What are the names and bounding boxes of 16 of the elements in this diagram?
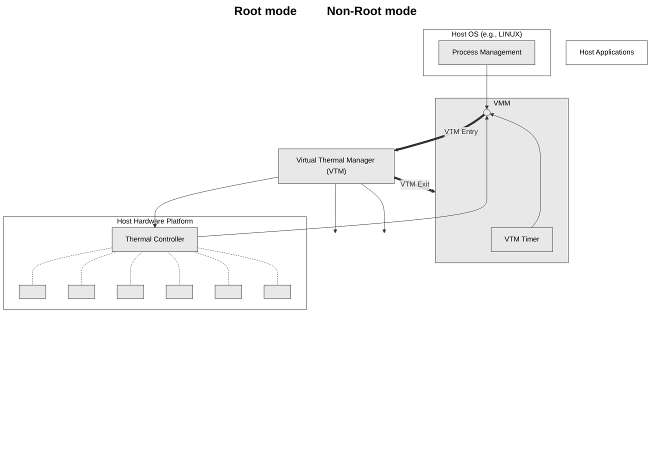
node-box	[166, 284, 194, 299]
connector	[198, 248, 278, 286]
node-box	[214, 284, 242, 299]
node-box	[264, 284, 291, 299]
mode-label: Root mode	[234, 4, 297, 20]
arrow	[394, 114, 485, 152]
node-box	[18, 284, 46, 299]
node-box	[68, 284, 96, 299]
mode-label: Non-Root mode	[326, 4, 417, 20]
connector	[192, 252, 229, 286]
connector	[81, 252, 118, 286]
node-circle	[483, 109, 490, 116]
connector	[167, 252, 180, 286]
node-box	[116, 284, 144, 299]
connector	[32, 248, 112, 286]
connector	[130, 252, 142, 286]
